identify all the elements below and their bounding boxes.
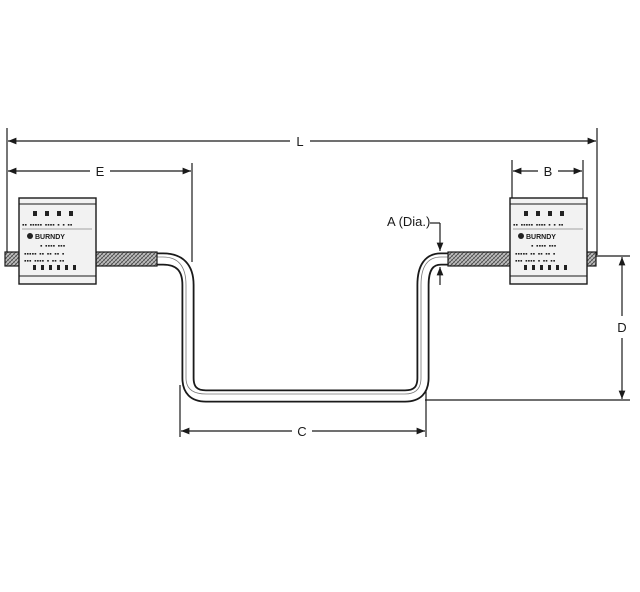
label-l: L	[296, 134, 303, 149]
left-connector: ▪▪ ▪▪▪▪▪ ▪▪▪▪ ▪ ▪ ▪▪ BURNDY ▪ ▪▪▪▪ ▪▪▪ ▪…	[18, 197, 97, 285]
label-a: A (Dia.)	[387, 214, 430, 229]
svg-text:▪▪▪ ▪▪▪▪ ▪ ▪▪ ▪▪: ▪▪▪ ▪▪▪▪ ▪ ▪▪ ▪▪	[24, 258, 65, 263]
label-b: B	[544, 164, 553, 179]
svg-text:▪▪ ▪▪▪▪▪ ▪▪▪▪ ▪ ▪ ▪▪: ▪▪ ▪▪▪▪▪ ▪▪▪▪ ▪ ▪ ▪▪	[513, 222, 564, 227]
left-connector-logo: BURNDY	[27, 233, 65, 241]
svg-text:▪▪▪▪▪ ▪▪ ▪▪ ▪▪ ▪: ▪▪▪▪▪ ▪▪ ▪▪ ▪▪ ▪	[515, 251, 556, 256]
svg-text:▪▪▪▪▪ ▪▪ ▪▪ ▪▪ ▪: ▪▪▪▪▪ ▪▪ ▪▪ ▪▪ ▪	[24, 251, 65, 256]
label-c: C	[297, 424, 306, 439]
dimension-e: E	[7, 163, 193, 262]
bent-rod	[150, 252, 450, 403]
svg-text:▪▪ ▪▪▪▪▪ ▪▪▪▪ ▪ ▪ ▪▪: ▪▪ ▪▪▪▪▪ ▪▪▪▪ ▪ ▪ ▪▪	[22, 222, 73, 227]
right-connector-logo: BURNDY	[518, 233, 556, 241]
svg-text:▪ ▪▪▪▪ ▪▪▪: ▪ ▪▪▪▪ ▪▪▪	[531, 243, 557, 248]
right-connector: ▪▪ ▪▪▪▪▪ ▪▪▪▪ ▪ ▪ ▪▪ BURNDY ▪ ▪▪▪▪ ▪▪▪ ▪…	[509, 197, 588, 285]
dimension-d: D	[425, 255, 630, 401]
dimension-b: B	[511, 160, 584, 198]
label-d: D	[617, 320, 626, 335]
dimension-c: C	[179, 385, 427, 439]
dimension-a: A (Dia.)	[387, 214, 444, 285]
svg-text:▪ ▪▪▪▪ ▪▪▪: ▪ ▪▪▪▪ ▪▪▪	[40, 243, 66, 248]
connector-marking: BURNDY	[35, 234, 65, 241]
connector-marking: BURNDY	[526, 234, 556, 241]
svg-text:▪▪▪ ▪▪▪▪ ▪ ▪▪ ▪▪: ▪▪▪ ▪▪▪▪ ▪ ▪▪ ▪▪	[515, 258, 556, 263]
dimension-l: L	[6, 128, 598, 255]
label-e: E	[96, 164, 105, 179]
